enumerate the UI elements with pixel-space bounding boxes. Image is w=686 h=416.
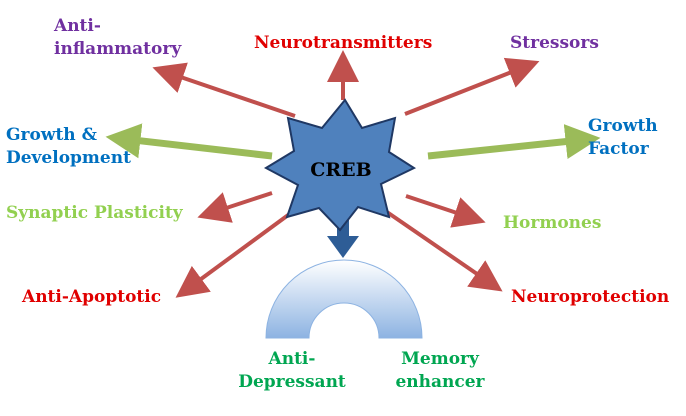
label-memory-enhancer-line1: Memory bbox=[401, 349, 479, 369]
label-neurotransmitters: Neurotransmitters bbox=[254, 32, 432, 55]
label-neuroprotection: Neuroprotection bbox=[511, 286, 669, 309]
label-anti-depressant-line2: Depressant bbox=[238, 372, 346, 392]
label-memory-enhancer-line2: enhancer bbox=[395, 372, 485, 392]
label-stressors: Stressors bbox=[510, 32, 599, 55]
arrow-to-anti-apoptotic bbox=[175, 208, 297, 298]
label-hormones-text: Hormones bbox=[503, 213, 602, 233]
arrow-to-growth-factor bbox=[427, 124, 601, 160]
label-anti-apoptotic-text: Anti-Apoptotic bbox=[22, 287, 162, 307]
label-growth-factor-line2: Factor bbox=[588, 139, 649, 159]
creb-star bbox=[263, 98, 417, 232]
label-anti-depressant-line1: Anti- bbox=[268, 349, 316, 369]
outcome-arch bbox=[265, 259, 423, 339]
label-growth-development-line2: Development bbox=[6, 148, 131, 168]
label-anti-inflammatory: Anti- inflammatory bbox=[54, 15, 181, 61]
label-anti-apoptotic: Anti-Apoptotic bbox=[22, 286, 161, 309]
arrow-to-anti-inflammatory bbox=[152, 62, 296, 118]
arrow-to-growth-development bbox=[105, 123, 273, 160]
label-anti-depressant: Anti- Depressant bbox=[226, 348, 358, 394]
arrow-to-hormones bbox=[405, 194, 486, 228]
arrow-to-synaptic-plasticity bbox=[197, 191, 273, 223]
label-neurotransmitters-text: Neurotransmitters bbox=[254, 33, 433, 53]
label-anti-inflammatory-line2: inflammatory bbox=[54, 39, 182, 59]
label-anti-inflammatory-line1: Anti- bbox=[54, 16, 101, 36]
label-neuroprotection-text: Neuroprotection bbox=[511, 287, 670, 307]
label-hormones: Hormones bbox=[503, 212, 601, 235]
arrow-to-neuroprotection bbox=[382, 208, 503, 292]
arrow-to-stressors bbox=[404, 57, 540, 116]
label-memory-enhancer: Memory enhancer bbox=[380, 348, 500, 394]
label-growth-factor: Growth Factor bbox=[588, 115, 658, 161]
label-synaptic-plasticity-text: Synaptic Plasticity bbox=[6, 203, 183, 223]
label-stressors-text: Stressors bbox=[510, 33, 599, 53]
label-growth-development: Growth & Development bbox=[6, 124, 131, 170]
creb-label: CREB bbox=[310, 159, 371, 181]
label-synaptic-plasticity: Synaptic Plasticity bbox=[6, 202, 183, 225]
label-growth-factor-line1: Growth bbox=[588, 116, 658, 136]
label-growth-development-line1: Growth & bbox=[6, 125, 97, 145]
